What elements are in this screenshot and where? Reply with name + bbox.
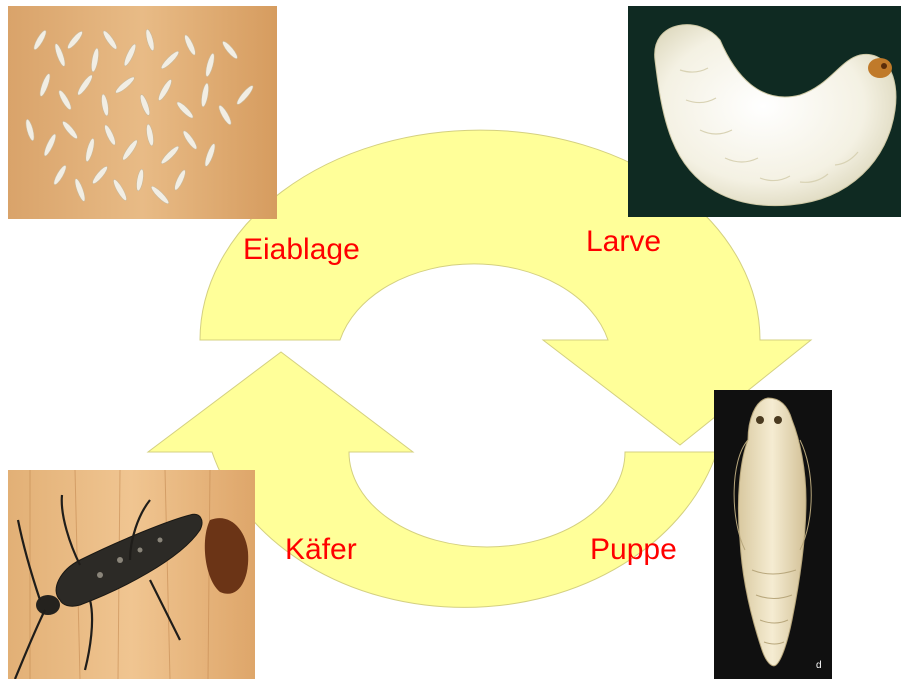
pupa-photo: d [714, 390, 832, 679]
beetle-photo [8, 470, 255, 679]
label-puppe: Puppe [590, 533, 677, 566]
eggs-photo [8, 6, 277, 219]
pupa-photo-mark: d [816, 660, 822, 671]
larva-photo [628, 6, 901, 217]
label-kaefer: Käfer [285, 533, 357, 566]
label-larve: Larve [586, 225, 661, 258]
larva-head [868, 58, 892, 78]
label-eiablage: Eiablage [243, 233, 360, 266]
